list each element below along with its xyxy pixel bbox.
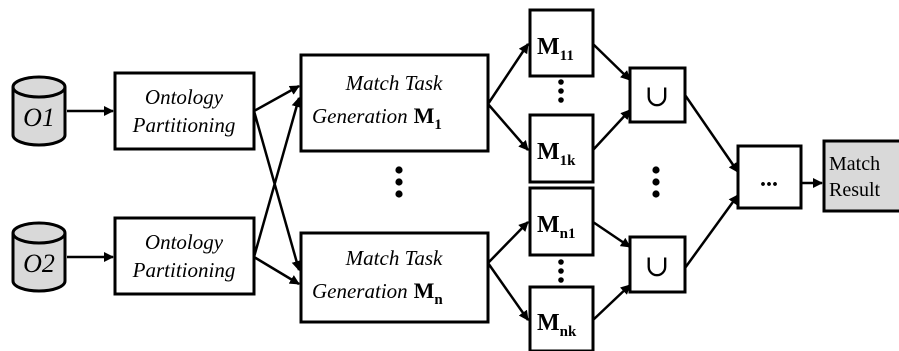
match-result-box: Match Result [822,139,899,213]
edge-task1-m1k [487,103,529,151]
edge-mnk-union2 [592,284,631,321]
input-o1-label: O1 [23,103,55,132]
task-box-mnk: Mnk [528,285,595,351]
edge-partition1-task1 [253,84,300,113]
partitioning-box-2: Ontology Partitioning [113,216,256,296]
task-box-m1k: M1k [528,113,595,184]
union-1-symbol: ∪ [644,80,669,113]
partitioning-1-line1: Ontology [145,85,224,109]
merge-box: ... [736,144,803,210]
task-m11-label: M11 [537,34,574,64]
edge-taskn-mn1 [487,221,529,264]
edge-taskn-mnk [486,262,530,321]
partitioning-box-1: Ontology Partitioning [113,71,256,151]
task-mn1-label: Mn1 [537,212,576,242]
task-ellipsis-top [558,79,564,103]
edge-partition1-taskn [252,110,302,271]
task-m1k-label: M1k [537,139,576,169]
task-box-mn1: Mn1 [528,186,595,257]
edge-mn1-union2 [592,220,631,249]
task-generation-n-line1: Match Task [345,246,443,270]
edge-m11-union1 [592,43,631,81]
match-result-line1: Match [829,153,880,175]
edges [67,43,823,321]
task-generation-ellipsis [395,166,403,198]
partitioning-1-line2: Partitioning [132,113,236,137]
partitioning-2-line2: Partitioning [132,258,236,282]
input-o2-cylinder: O2 [11,221,67,293]
union-2-symbol: ∪ [644,250,669,283]
input-o1-cylinder: O1 [11,75,67,147]
edge-union1-merge [683,94,740,173]
union-box-1: ∪ [628,66,687,124]
edge-m1k-union1 [592,109,631,151]
task-mnk-label: Mnk [537,310,577,340]
match-result-line2: Result [829,179,881,201]
edge-partition2-taskn [253,255,300,286]
input-o2-label: O2 [23,249,55,278]
union-box-2: ∪ [628,235,687,294]
task-ellipsis-bottom [558,259,564,283]
partitioning-2-line1: Ontology [145,230,224,254]
task-generation-1-line1: Match Task [345,71,443,95]
merge-label: ... [760,166,778,192]
task-box-m11: M11 [528,8,595,78]
edge-task1-m11 [486,43,530,105]
edge-partition2-task1 [252,97,302,258]
edge-union2-merge [683,194,740,269]
union-ellipsis [652,166,660,198]
